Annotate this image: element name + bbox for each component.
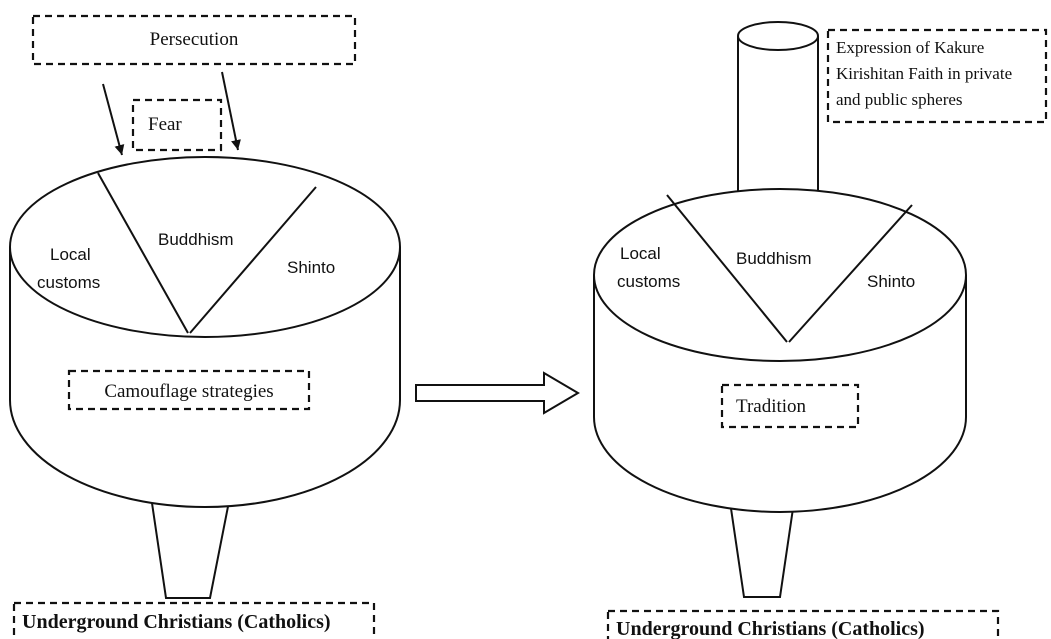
persecution-box bbox=[31, 14, 357, 66]
right-output-label: Underground Christians (Catholics) bbox=[616, 618, 925, 639]
persecution-arrow-left bbox=[102, 83, 125, 156]
left-sector-buddhism: Buddhism bbox=[158, 230, 234, 249]
transition-arrow bbox=[415, 371, 580, 415]
tradition-box bbox=[720, 383, 860, 429]
left-sector-shinto: Shinto bbox=[287, 258, 335, 277]
right-sector-buddhism: Buddhism bbox=[736, 249, 812, 268]
left-divider-1 bbox=[97, 172, 189, 334]
left-panel: Persecution Fear Local customs Buddhism … bbox=[9, 14, 401, 639]
right-sector-local-customs: Local customs bbox=[617, 244, 680, 291]
right-output-box bbox=[606, 609, 1000, 639]
left-sector-local-customs: Local customs bbox=[37, 245, 100, 292]
right-divider-1 bbox=[666, 194, 788, 343]
left-output-label: Underground Christians (Catholics) bbox=[22, 611, 331, 633]
fear-label: Fear bbox=[148, 114, 182, 135]
camouflage-label: Camouflage strategies bbox=[104, 381, 273, 402]
persecution-arrow-right bbox=[221, 71, 241, 151]
right-cylinder-top bbox=[593, 188, 967, 362]
right-pipe-top bbox=[737, 21, 819, 51]
right-sector-shinto: Shinto bbox=[867, 272, 915, 291]
persecution-label: Persecution bbox=[150, 29, 239, 50]
left-output-box bbox=[12, 601, 376, 639]
tradition-label: Tradition bbox=[736, 396, 807, 417]
right-panel: Local customs Buddhism Shinto Tradition … bbox=[593, 21, 1048, 639]
fear-box bbox=[131, 98, 223, 152]
expression-box bbox=[826, 28, 1048, 124]
expression-label: Expression of Kakure Kirishitan Faith in… bbox=[836, 38, 1016, 109]
right-divider-2 bbox=[788, 204, 913, 343]
camouflage-box bbox=[67, 369, 311, 411]
left-divider-2 bbox=[189, 186, 317, 334]
right-pipe bbox=[737, 36, 819, 196]
